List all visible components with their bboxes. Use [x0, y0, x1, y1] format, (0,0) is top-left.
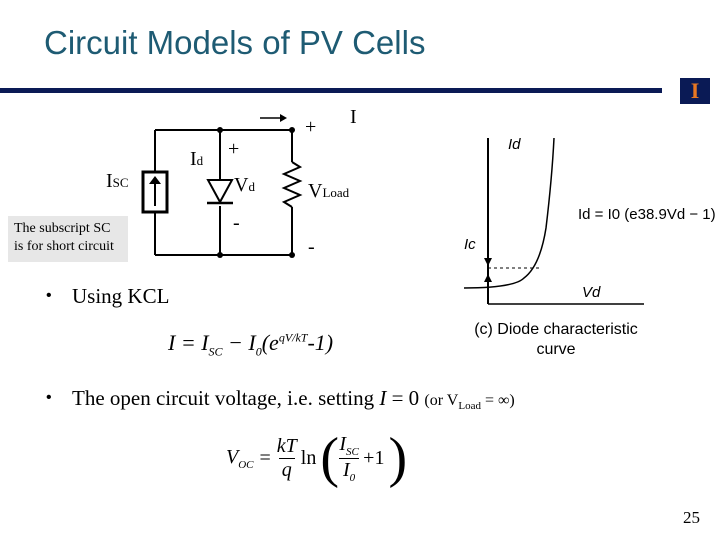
diode-figure-caption: (c) Diode characteristic curve: [474, 321, 638, 358]
page-number: 25: [683, 508, 700, 527]
vd-axis-label: Vd: [582, 284, 601, 301]
subscript-note: The subscript SC is for short circuit: [8, 216, 128, 262]
pv-circuit-diagram: [141, 114, 303, 258]
diode-plus-sign: +: [228, 138, 240, 160]
current-i-label: I: [350, 106, 357, 128]
bullet-dot: •: [46, 389, 52, 406]
diode-equation: Id = I0 (e38.9Vd − 1): [578, 206, 716, 223]
bullet-dot: •: [46, 287, 52, 304]
isc-label: ISC: [106, 170, 129, 192]
vd-label: Vd: [234, 174, 255, 196]
ic-label: Ic: [464, 236, 476, 253]
title-rule: [0, 88, 662, 93]
id-axis-label: Id: [508, 136, 521, 153]
slide-title: Circuit Models of PV Cells: [44, 24, 426, 61]
diode-minus-sign: -: [233, 212, 240, 234]
bullet-open-circuit-text: The open circuit voltage, i.e. setting I…: [72, 386, 515, 413]
current-source-symbol: [141, 170, 169, 214]
output-minus-sign: -: [308, 236, 315, 258]
university-logo: I: [680, 78, 710, 104]
diode-characteristic-figure: [463, 137, 644, 305]
vload-label: VLoad: [308, 180, 350, 202]
output-plus-sign: +: [305, 116, 317, 138]
diode-symbol: [206, 179, 234, 205]
kcl-equation: I = ISC − I0(eqV/kT-1): [168, 330, 334, 359]
id-label: Id: [190, 148, 204, 170]
voc-equation: VOC = kT q ln ( ISC I0 +1 ): [226, 427, 408, 489]
bullet-kcl-text: Using KCL: [72, 284, 170, 308]
